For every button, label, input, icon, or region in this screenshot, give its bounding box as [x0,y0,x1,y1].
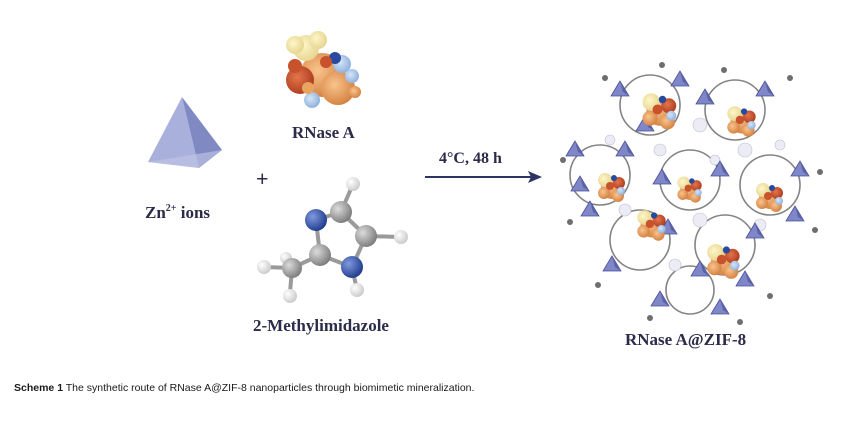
zif8-framework-icon [560,62,823,325]
rnase-a-label: RNase A [292,123,356,142]
methylimidazole-label: 2-Methylimidazole [253,316,389,335]
reaction-arrow [425,171,542,183]
condition-label: 4°C, 48 h [439,150,502,167]
rnase-a-protein-icon [286,31,361,108]
product-label: RNase A@ZIF-8 [625,330,746,349]
figure-caption: Scheme 1 The synthetic route of RNase A@… [14,382,844,394]
caption-text: The synthetic route of RNase A@ZIF-8 nan… [63,382,475,394]
plus-sign: + [256,166,269,191]
scheme-number: Scheme 1 [14,382,64,394]
methylimidazole-molecule-icon [257,177,408,303]
zinc-label: Zn2+ ions [145,203,210,222]
zinc-tetrahedron-icon [148,97,222,168]
